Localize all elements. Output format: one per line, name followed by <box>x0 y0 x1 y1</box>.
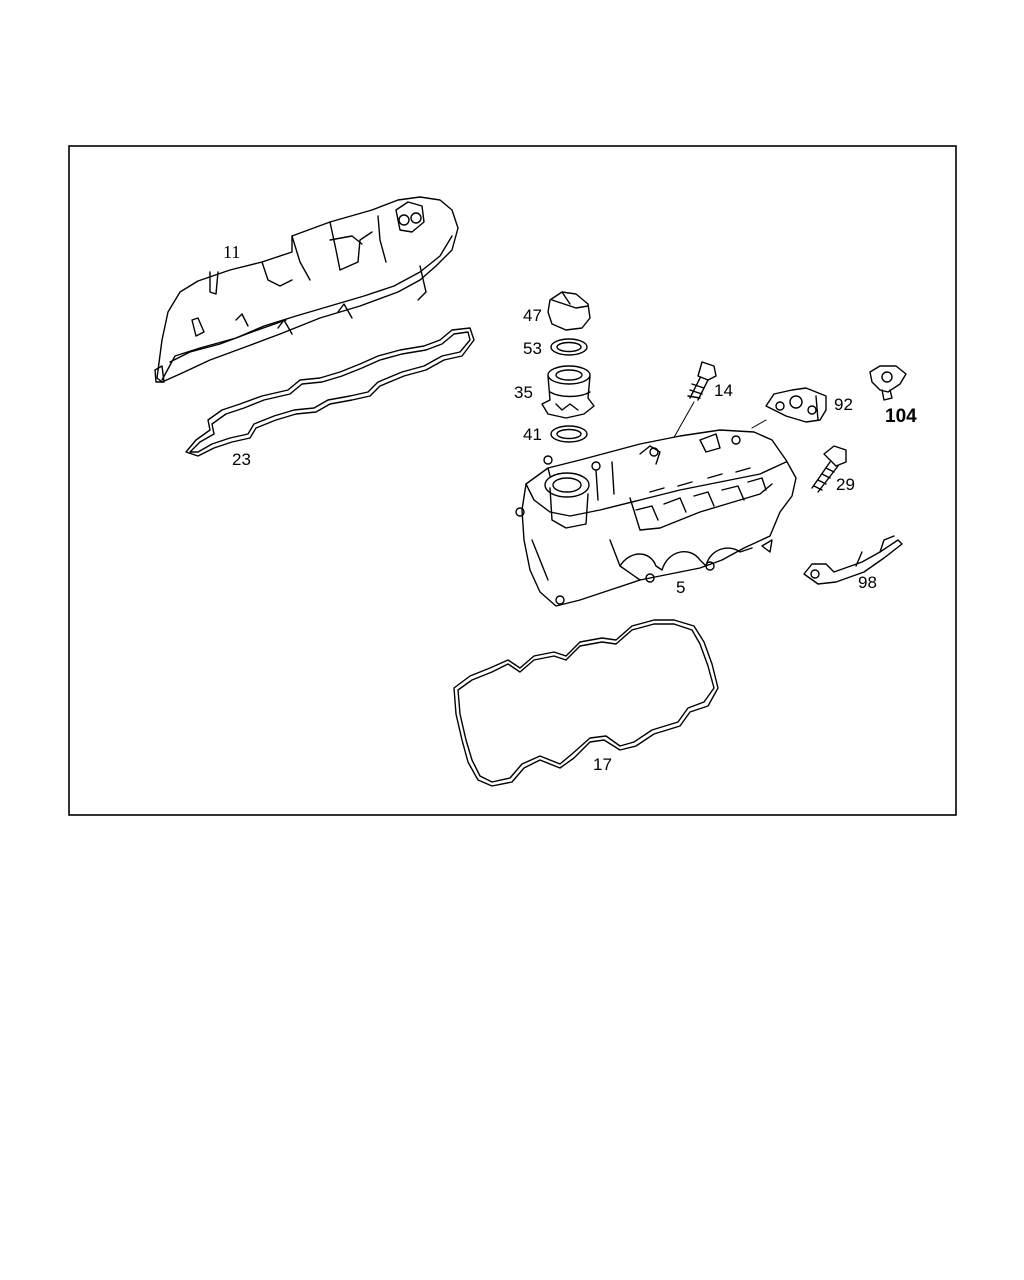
label-29: 29 <box>836 475 855 494</box>
label-35: 35 <box>514 383 533 402</box>
label-17: 17 <box>593 755 612 774</box>
part-35-filler-neck <box>541 365 595 419</box>
part-29-screw <box>811 445 847 493</box>
part-5-valve-cover <box>515 429 797 607</box>
label-5: 5 <box>676 578 685 597</box>
label-14: 14 <box>714 381 733 400</box>
label-41: 41 <box>523 425 542 444</box>
label-47: 47 <box>523 306 542 325</box>
label-11: 11 <box>223 242 240 262</box>
label-98: 98 <box>858 573 877 592</box>
label-53: 53 <box>523 339 542 358</box>
part-23-gasket <box>185 327 475 457</box>
leader-92 <box>751 419 767 429</box>
part-14-bolt <box>687 361 717 401</box>
part-92-bracket <box>765 387 827 423</box>
part-47-cap <box>547 291 591 331</box>
label-92: 92 <box>834 395 853 414</box>
label-104: 104 <box>885 406 917 427</box>
part-98-holder <box>803 535 903 585</box>
diagram-frame <box>68 145 957 816</box>
part-11-valve-cover <box>154 196 459 383</box>
part-53-seal-ring <box>550 338 588 356</box>
part-104-clip <box>869 365 907 401</box>
label-23: 23 <box>232 450 251 469</box>
part-41-seal-ring <box>550 425 588 443</box>
part-17-gasket <box>453 619 719 787</box>
